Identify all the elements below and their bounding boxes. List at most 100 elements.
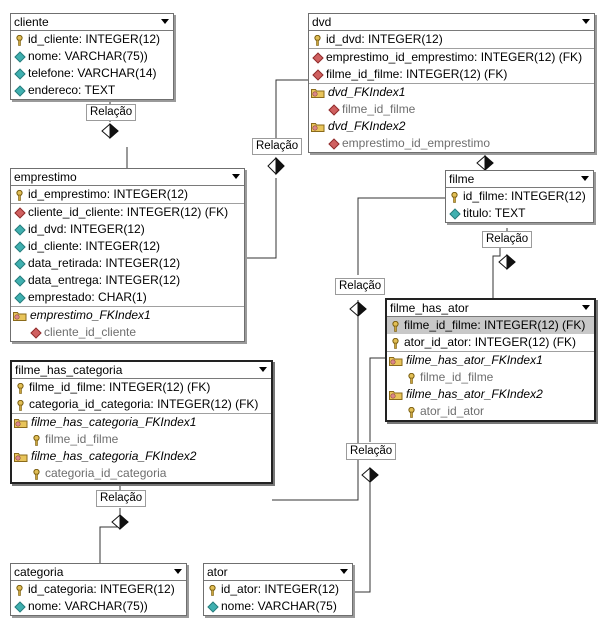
relation-label-filme-has-categoria-categoria[interactable]: Relação (96, 490, 147, 507)
relation-label-emprestimo-dvd[interactable]: Relação (252, 138, 303, 155)
column-label: endereco: TEXT (28, 83, 116, 97)
index-row[interactable]: filme_has_categoria_FKIndex1 (12, 413, 271, 431)
column-row[interactable]: telefone: VARCHAR(14) (11, 65, 173, 82)
column-row[interactable]: data_entrega: INTEGER(12) (11, 272, 244, 289)
table-header-filme-has-ator[interactable]: filme_has_ator (387, 300, 594, 317)
index-label: filme_has_ator_FKIndex2 (406, 387, 543, 401)
table-dvd[interactable]: dvd id_dvd: INTEGER(12) emprestimo_id_em… (308, 13, 595, 153)
column-row[interactable]: id_filme: INTEGER(12) (446, 188, 593, 205)
column-row[interactable]: ator_id_ator: INTEGER(12) (FK) (387, 334, 594, 351)
attribute-diamond-icon (14, 85, 26, 97)
table-filme-has-categoria[interactable]: filme_has_categoria filme_id_filme: INTE… (10, 360, 273, 484)
chevron-down-icon[interactable] (340, 569, 348, 574)
chevron-down-icon[interactable] (582, 19, 590, 24)
table-header-emprestimo[interactable]: emprestimo (11, 169, 244, 186)
attribute-diamond-icon (14, 292, 26, 304)
column-label: filme_id_filme: INTEGER(12) (FK) (326, 67, 508, 81)
key-icon (392, 321, 399, 332)
column-row[interactable]: nome: VARCHAR(75)) (11, 48, 173, 65)
column-row[interactable]: cliente_id_cliente: INTEGER(12) (FK) (11, 203, 244, 221)
column-label: titulo: TEXT (463, 206, 526, 220)
index-row[interactable]: emprestimo_FKIndex1 (11, 306, 244, 324)
table-categoria[interactable]: categoria id_categoria: INTEGER(12) nome… (10, 563, 187, 616)
table-header-dvd[interactable]: dvd (309, 14, 594, 31)
column-label: data_retirada: INTEGER(12) (28, 256, 181, 270)
foreign-key-diamond-icon (328, 138, 340, 150)
index-column-row[interactable]: filme_id_filme (309, 101, 594, 118)
column-row[interactable]: id_emprestimo: INTEGER(12) (11, 186, 244, 203)
key-icon (408, 407, 415, 418)
column-row-selected[interactable]: filme_id_filme: INTEGER(12) (FK) (387, 317, 594, 334)
table-header-cliente[interactable]: cliente (11, 14, 173, 31)
column-label: nome: VARCHAR(75) (221, 599, 337, 613)
index-column-label: emprestimo_id_emprestimo (342, 136, 491, 150)
index-row[interactable]: dvd_FKIndex2 (309, 118, 594, 135)
table-title: ator (207, 565, 228, 579)
chevron-down-icon[interactable] (174, 569, 182, 574)
column-label: nome: VARCHAR(75)) (28, 49, 148, 63)
column-label: cliente_id_cliente: INTEGER(12) (FK) (28, 205, 229, 219)
column-row[interactable]: id_categoria: INTEGER(12) (11, 581, 186, 598)
table-header-filme[interactable]: filme (446, 171, 593, 188)
index-column-row[interactable]: emprestimo_id_emprestimo (309, 135, 594, 152)
index-folder-icon (14, 419, 28, 428)
chevron-down-icon[interactable] (259, 367, 267, 372)
table-header-ator[interactable]: ator (204, 564, 352, 581)
index-row[interactable]: filme_has_categoria_FKIndex2 (12, 448, 271, 465)
column-row[interactable]: id_cliente: INTEGER(12) (11, 31, 173, 48)
foreign-key-diamond-icon (328, 104, 340, 116)
column-row[interactable]: endereco: TEXT (11, 82, 173, 99)
chevron-down-icon[interactable] (232, 174, 240, 179)
index-folder-icon (14, 453, 28, 462)
table-title: filme_has_ator (390, 301, 469, 315)
chevron-down-icon[interactable] (581, 176, 589, 181)
foreign-key-diamond-icon (14, 207, 26, 219)
index-row[interactable]: filme_has_ator_FKIndex1 (387, 351, 594, 369)
table-ator[interactable]: ator id_ator: INTEGER(12) nome: VARCHAR(… (203, 563, 353, 616)
column-row[interactable]: emprestado: CHAR(1) (11, 289, 244, 306)
index-column-row[interactable]: ator_id_ator (387, 403, 594, 420)
column-row[interactable]: nome: VARCHAR(75)) (11, 598, 186, 615)
column-row[interactable]: id_dvd: INTEGER(12) (11, 221, 244, 238)
key-icon (16, 190, 23, 201)
column-row[interactable]: data_retirada: INTEGER(12) (11, 255, 244, 272)
index-column-row[interactable]: filme_id_filme (12, 431, 271, 448)
key-icon (209, 585, 216, 596)
index-column-row[interactable]: filme_id_filme (387, 369, 594, 386)
column-row[interactable]: nome: VARCHAR(75) (204, 598, 352, 615)
relation-label-dvd-filme[interactable]: Relação (482, 231, 533, 248)
chevron-down-icon[interactable] (582, 305, 590, 310)
chevron-down-icon[interactable] (161, 19, 169, 24)
index-column-row[interactable]: categoria_id_categoria (12, 465, 271, 482)
relation-label-filme-has-ator-ator[interactable]: Relação (346, 443, 397, 460)
column-row[interactable]: filme_id_filme: INTEGER(12) (FK) (12, 379, 271, 396)
table-header-filme-has-categoria[interactable]: filme_has_categoria (12, 362, 271, 379)
index-column-label: filme_id_filme (45, 432, 119, 446)
index-row[interactable]: dvd_FKIndex1 (309, 83, 594, 101)
column-row[interactable]: id_ator: INTEGER(12) (204, 581, 352, 598)
index-column-label: filme_id_filme (342, 102, 416, 116)
index-column-label: cliente_id_cliente (44, 325, 137, 339)
foreign-key-diamond-icon (30, 327, 42, 339)
attribute-diamond-icon (14, 601, 26, 613)
table-cliente[interactable]: cliente id_cliente: INTEGER(12) nome: VA… (10, 13, 174, 100)
column-row[interactable]: id_cliente: INTEGER(12) (11, 238, 244, 255)
relation-label-cliente-emprestimo[interactable]: Relação (86, 104, 137, 121)
column-label: filme_id_filme: INTEGER(12) (FK) (29, 380, 211, 394)
table-header-categoria[interactable]: categoria (11, 564, 186, 581)
table-emprestimo[interactable]: emprestimo id_emprestimo: INTEGER(12) cl… (10, 168, 245, 342)
column-row[interactable]: titulo: TEXT (446, 205, 593, 222)
relation-label-filme-filme-has-categoria[interactable]: Relação (335, 278, 386, 295)
column-label: id_filme: INTEGER(12) (463, 189, 586, 203)
column-row[interactable]: id_dvd: INTEGER(12) (309, 31, 594, 48)
table-title: dvd (312, 15, 332, 29)
index-column-label: categoria_id_categoria (45, 466, 167, 480)
table-filme[interactable]: filme id_filme: INTEGER(12) titulo: TEXT (445, 170, 594, 223)
column-row[interactable]: categoria_id_categoria: INTEGER(12) (FK) (12, 396, 271, 413)
index-row[interactable]: filme_has_ator_FKIndex2 (387, 386, 594, 403)
index-column-row[interactable]: cliente_id_cliente (11, 324, 244, 341)
column-row[interactable]: emprestimo_id_emprestimo: INTEGER(12) (F… (309, 48, 594, 66)
column-row[interactable]: filme_id_filme: INTEGER(12) (FK) (309, 66, 594, 83)
table-filme-has-ator[interactable]: filme_has_ator filme_id_filme: INTEGER(1… (385, 298, 596, 422)
